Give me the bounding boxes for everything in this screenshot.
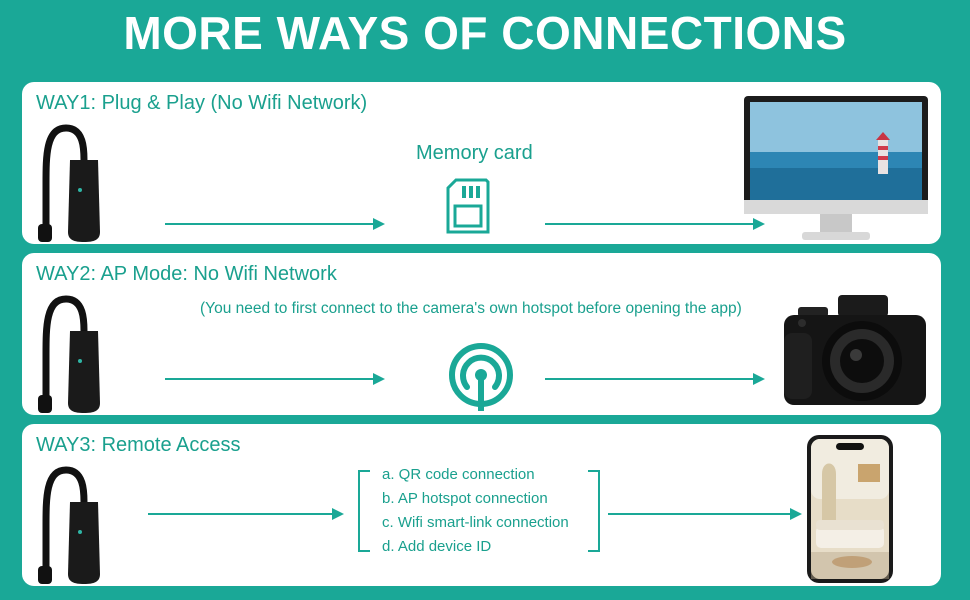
way2-panel: WAY2: AP Mode: No Wifi Network (You need… (22, 253, 941, 415)
way3-heading: WAY3: Remote Access (36, 434, 241, 456)
way1-panel: WAY1: Plug & Play (No Wifi Network) Memo… (22, 82, 941, 244)
bracket-left (358, 470, 370, 552)
way1-heading: WAY1: Plug & Play (No Wifi Network) (36, 92, 368, 114)
option-ap-hotspot: b. AP hotspot connection (382, 490, 548, 507)
smartphone-icon (807, 435, 893, 583)
sd-card-icon (446, 178, 490, 234)
remote-access-options: a. QR code connection b. AP hotspot conn… (358, 466, 600, 555)
way2-heading: WAY2: AP Mode: No Wifi Network (36, 263, 337, 285)
bracket-right (588, 470, 600, 552)
ap-mode-note: (You need to first connect to the camera… (200, 300, 742, 317)
digital-camera-icon (784, 295, 926, 405)
way2-arrow-1 (165, 373, 385, 385)
way3-arrow-2 (608, 508, 802, 520)
way2-arrow-2 (545, 373, 765, 385)
option-add-device-id: d. Add device ID (382, 538, 492, 555)
way3-panel: WAY3: Remote Access a. QR code connectio… (22, 424, 941, 586)
camera-dongle-icon (38, 124, 100, 242)
camera-dongle-icon (38, 466, 100, 584)
option-qr-code: a. QR code connection (382, 466, 535, 483)
page-title: MORE WAYS OF CONNECTIONS (123, 7, 847, 59)
camera-dongle-icon (38, 295, 100, 413)
way3-arrow-1 (148, 508, 344, 520)
way1-arrow-2 (545, 218, 765, 230)
option-wifi-smart-link: c. Wifi smart-link connection (382, 514, 569, 531)
hotspot-icon (449, 343, 513, 411)
monitor-icon (744, 96, 928, 240)
options-list: a. QR code connection b. AP hotspot conn… (382, 463, 569, 559)
memory-card-label: Memory card (416, 142, 533, 164)
way1-arrow-1 (165, 218, 385, 230)
